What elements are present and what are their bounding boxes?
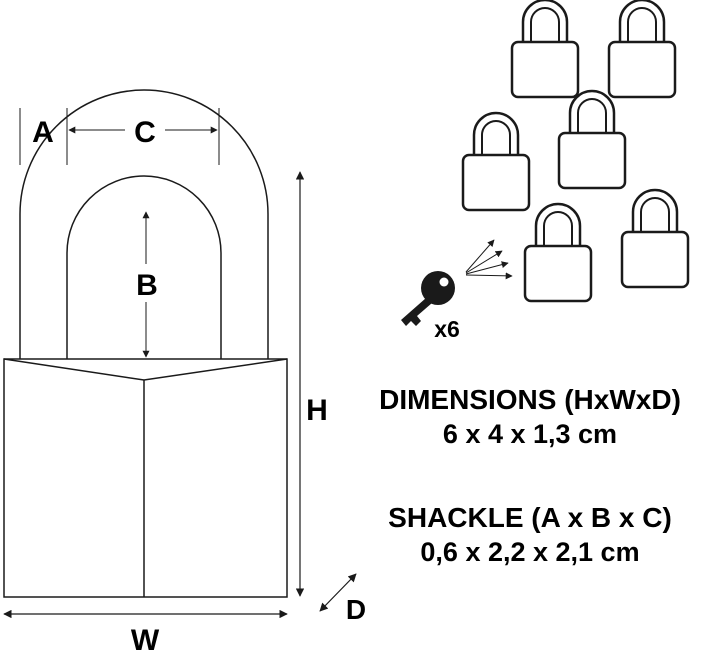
label-d: D <box>346 594 366 625</box>
dimensions-block: DIMENSIONS (HxWxD) 6 x 4 x 1,3 cm <box>340 383 720 451</box>
padlock-icon <box>461 111 531 212</box>
padlock-icon <box>620 188 690 289</box>
dimension-d: D <box>319 573 366 625</box>
dimensions-value: 6 x 4 x 1,3 cm <box>442 419 618 449</box>
keys-count: x6 <box>434 316 460 342</box>
shackle-block: SHACKLE (A x B x C) 0,6 x 2,2 x 2,1 cm <box>340 501 720 569</box>
small-padlocks <box>461 0 690 303</box>
key-icon <box>401 271 455 326</box>
shackle-outer <box>19 89 269 359</box>
shackle-title: SHACKLE (A x B x C) <box>388 502 672 533</box>
padlock-icon <box>557 89 627 190</box>
dimension-c: C <box>68 108 220 165</box>
label-h: H <box>306 394 328 427</box>
padlock-icon <box>607 0 677 99</box>
dimension-b: B <box>136 211 158 358</box>
dimension-w: W <box>3 609 288 656</box>
dimension-h: H <box>295 171 328 597</box>
dimensions-title: DIMENSIONS (HxWxD) <box>379 384 681 415</box>
key-group: x6 <box>401 239 513 342</box>
label-b: B <box>136 269 158 302</box>
padlock-icon <box>510 0 580 99</box>
label-w: W <box>131 624 160 656</box>
shackle-inner <box>66 175 222 359</box>
key-arrows <box>465 239 513 280</box>
padlock-icon <box>523 202 593 303</box>
label-c: C <box>134 116 156 149</box>
label-a: A <box>32 116 54 149</box>
lock-body <box>3 358 288 598</box>
large-padlock <box>3 89 288 598</box>
shackle-value: 0,6 x 2,2 x 2,1 cm <box>420 537 640 567</box>
dimension-a: A <box>19 108 68 165</box>
